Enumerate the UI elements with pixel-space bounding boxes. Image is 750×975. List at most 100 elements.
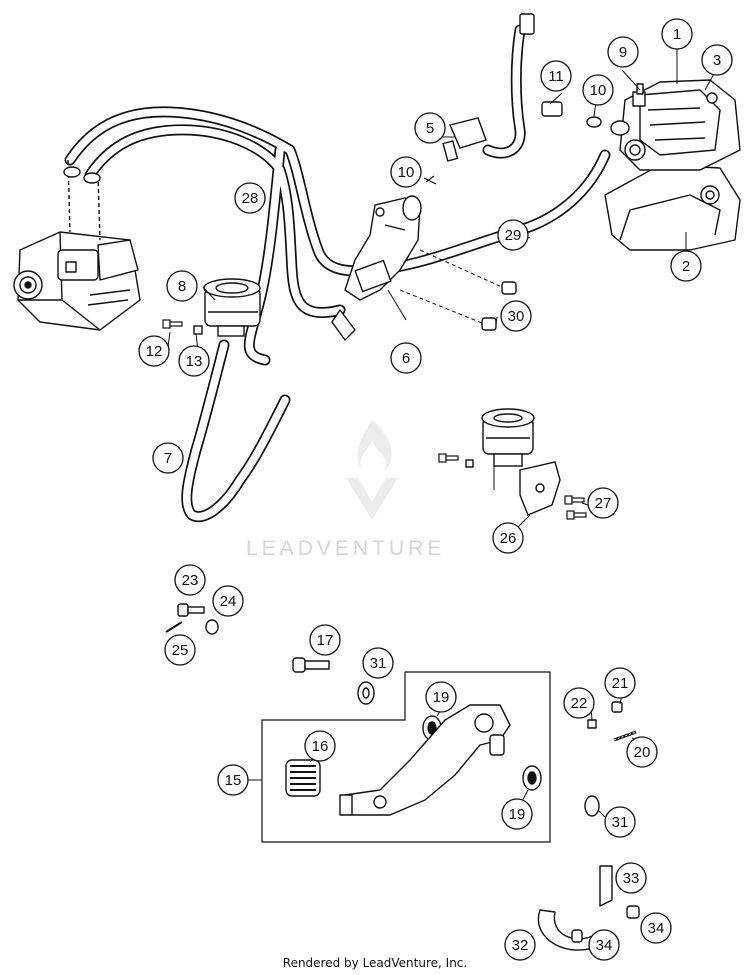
callout-circle [626,736,658,768]
callout-number: 11 [548,68,564,85]
callout-circle [390,156,422,188]
callout-number: 24 [220,593,237,610]
callout-number: 2 [682,258,690,275]
callout-circle [701,44,733,76]
callout-number: 1 [673,26,681,43]
callout-c10b: 10 [390,156,422,188]
callout-number: 25 [172,642,189,659]
callout-c24: 24 [212,585,244,617]
callout-c34b: 34 [588,929,620,961]
callout-c23: 23 [174,564,206,596]
callout-c20: 20 [626,736,658,768]
callout-c1: 1 [661,18,693,50]
callout-number: 33 [623,870,640,887]
watermark-logo [346,420,398,520]
callout-circle [492,522,524,554]
callout-c31b: 31 [604,806,636,838]
callout-number: 3 [713,52,721,69]
callout-circle [174,564,206,596]
callout-number: 10 [398,164,415,181]
callout-circle [390,342,422,374]
callout-c16: 16 [304,730,336,762]
callout-c12: 12 [138,335,170,367]
callout-circle [588,929,620,961]
callout-c15: 15 [217,764,249,796]
callout-number: 29 [505,227,522,244]
callout-circle [425,681,457,713]
callout-c6: 6 [390,342,422,374]
callout-circle [504,929,536,961]
callout-circle [164,634,196,666]
footer-credit: Rendered by LeadVenture, Inc. [282,956,468,970]
callout-c2: 2 [670,250,702,282]
callout-number: 34 [648,920,665,937]
master-cylinder [331,195,422,341]
callout-circle [604,806,636,838]
callout-number: 10 [590,82,607,99]
callout-c31a: 31 [362,647,394,679]
callout-c29: 29 [497,219,529,251]
callout-circle [217,764,249,796]
callout-number: 19 [433,689,450,706]
callout-circle [501,798,533,830]
callout-number: 6 [402,350,410,367]
callout-c5: 5 [414,112,446,144]
callout-number: 5 [426,120,434,137]
callout-number: 27 [595,495,612,512]
callout-number: 20 [634,744,651,761]
callout-number: 26 [500,530,517,547]
callout-number: 23 [182,572,199,589]
callout-number: 17 [317,632,334,649]
callout-circle [500,300,532,332]
callout-c28: 28 [234,182,266,214]
callout-circle [587,487,619,519]
brake-pedal-assembly [261,671,551,843]
callout-c32: 32 [504,929,536,961]
callout-c13: 13 [178,345,210,377]
callout-circle [670,250,702,282]
callout-number: 34 [596,937,613,954]
callout-circle [166,270,198,302]
watermark-text: LEADVENTURE [246,537,446,560]
callout-circle [604,667,636,699]
brake-caliper [541,79,741,251]
rear-reservoir-bracket [438,408,587,520]
pivot-pin-set [165,603,219,635]
callout-circle [304,730,336,762]
callout-number: 31 [370,655,387,672]
callout-c25: 25 [164,634,196,666]
callout-circle [234,182,266,214]
callout-number: 28 [242,190,259,207]
callout-number: 30 [508,308,525,325]
callout-number: 13 [186,353,203,370]
callout-circle [309,624,341,656]
callout-c22: 22 [563,687,595,719]
callout-number: 19 [509,806,526,823]
callout-circle [615,862,647,894]
callout-c17: 17 [309,624,341,656]
callout-c27: 27 [587,487,619,519]
callout-number: 9 [619,44,627,61]
callout-number: 15 [225,772,242,789]
wheel-speed-sensor [423,13,535,185]
callout-circle [563,687,595,719]
callout-circle [540,60,572,92]
callout-c9: 9 [607,36,639,68]
callout-circle [661,18,693,50]
callout-circle [152,442,184,474]
callout-c3: 3 [701,44,733,76]
callout-number: 21 [612,675,629,692]
callout-circle [212,585,244,617]
callout-c21: 21 [604,667,636,699]
callout-number: 32 [512,937,529,954]
callout-circle [178,345,210,377]
brake-pedal-parts [285,657,640,951]
callout-c8: 8 [166,270,198,302]
callout-circle [414,112,446,144]
callout-c7: 7 [152,442,184,474]
callout-c19b: 19 [501,798,533,830]
callout-group: 1235678910101112131516171919202122232425… [138,18,733,961]
callout-number: 8 [178,278,186,295]
callout-number: 31 [612,814,629,831]
